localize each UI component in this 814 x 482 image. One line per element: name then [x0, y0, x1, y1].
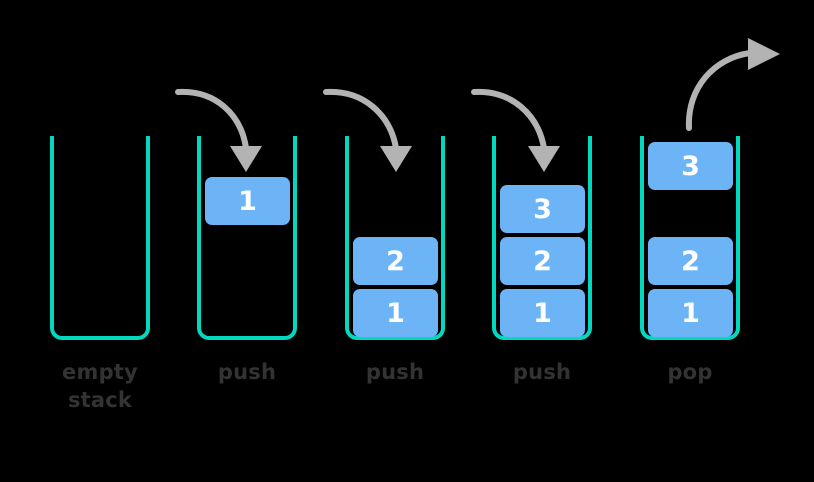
stack-block: 2 — [500, 237, 585, 285]
caption-line-1: empty — [62, 360, 138, 384]
stack-tube — [492, 136, 592, 340]
stack-blocks: 1 — [197, 136, 297, 340]
stack-blocks: 2 1 — [345, 136, 445, 340]
stack-block: 3 — [500, 185, 585, 233]
stack-tube — [50, 136, 150, 340]
caption-line-1: push — [512, 360, 572, 384]
stack-column-empty-stack: empty stack — [45, 0, 155, 482]
column-caption: push — [192, 358, 302, 386]
caption-line-1: pop — [667, 360, 713, 384]
stack-blocks: 3 2 1 — [640, 136, 740, 340]
stack-tube — [197, 136, 297, 340]
column-caption: empty stack — [45, 358, 155, 415]
stack-block: 3 — [648, 142, 733, 190]
stack-block: 1 — [648, 289, 733, 337]
column-caption: push — [340, 358, 450, 386]
stack-block: 2 — [353, 237, 438, 285]
column-caption: push — [487, 358, 597, 386]
stack-column-push-3: 3 2 1 push — [487, 0, 597, 482]
stack-column-push-2: 2 1 push — [340, 0, 450, 482]
caption-line-1: push — [217, 360, 277, 384]
caption-line-2: stack — [67, 388, 133, 413]
stack-blocks — [50, 136, 150, 340]
column-caption: pop — [635, 358, 745, 386]
stack-block: 1 — [353, 289, 438, 337]
stack-tube — [345, 136, 445, 340]
stack-block: 1 — [500, 289, 585, 337]
stack-block: 2 — [648, 237, 733, 285]
stack-block: 1 — [205, 177, 290, 225]
stack-column-pop: 3 2 1 pop — [635, 0, 745, 482]
stack-tube — [640, 136, 740, 340]
stack-column-push-1: 1 push — [192, 0, 302, 482]
caption-line-1: push — [365, 360, 425, 384]
stack-blocks: 3 2 1 — [492, 136, 592, 340]
